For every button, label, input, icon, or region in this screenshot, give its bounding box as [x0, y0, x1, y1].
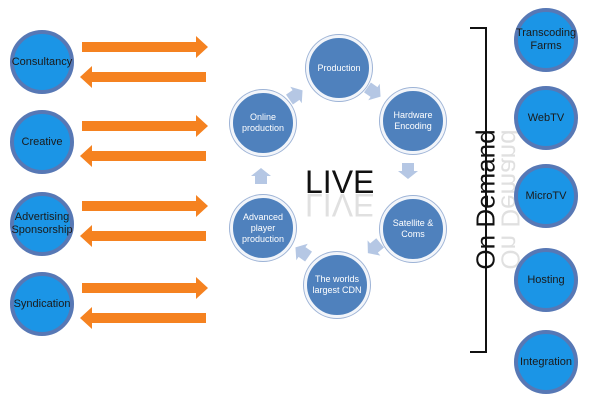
- arrow-right-advertising: [82, 195, 208, 217]
- node-label: Transcoding Farms: [515, 27, 577, 52]
- cycle-node-satellite-coms: Satellite & Coms: [380, 196, 446, 262]
- cycle-arrow-1: [364, 82, 381, 101]
- node-label: Advanced player production: [241, 211, 285, 244]
- node-label: WebTV: [527, 111, 565, 124]
- node-creative: Creative: [10, 110, 74, 174]
- node-hosting: Hosting: [514, 248, 578, 312]
- node-integration: Integration: [514, 330, 578, 394]
- node-microtv: MicroTV: [514, 164, 578, 228]
- node-label: Integration: [520, 355, 572, 368]
- arrow-left-consultancy: [80, 66, 206, 88]
- node-consultancy: Consultancy: [10, 30, 74, 94]
- node-advertising-sponsorship: Advertising Sponsorship: [10, 192, 74, 256]
- node-label: Advertising Sponsorship: [11, 211, 73, 236]
- cycle-arrow-4: [295, 243, 312, 262]
- node-label: Hardware Encoding: [393, 110, 433, 131]
- arrow-left-advertising: [80, 225, 206, 247]
- node-syndication: Syndication: [10, 272, 74, 336]
- cycle-node-hardware-encoding: Hardware Encoding: [380, 88, 446, 154]
- node-label: Hosting: [527, 273, 565, 286]
- on-demand-bracket: [470, 27, 487, 353]
- node-label: Consultancy: [11, 55, 73, 68]
- node-label: Syndication: [13, 297, 71, 310]
- cycle-arrow-6: [286, 86, 303, 105]
- arrow-right-syndication: [82, 277, 208, 299]
- live-label: LIVE: [305, 164, 375, 200]
- arrow-right-creative: [82, 115, 208, 137]
- cycle-arrow-3: [367, 238, 384, 256]
- node-label: Online production: [241, 112, 285, 133]
- node-label: The worlds largest CDN: [312, 274, 362, 295]
- node-transcoding-farms: Transcoding Farms: [514, 8, 578, 72]
- node-webtv: WebTV: [514, 86, 578, 150]
- cycle-node-cdn: The worlds largest CDN: [304, 252, 370, 318]
- node-label: MicroTV: [525, 189, 567, 202]
- cycle-node-production: Production: [306, 35, 372, 101]
- cycle-node-advanced-player: Advanced player production: [230, 195, 296, 261]
- cycle-node-online-production: Online production: [230, 90, 296, 156]
- live-label-reflection: LIVE: [305, 187, 375, 223]
- cycle-arrow-5: [251, 168, 271, 184]
- arrow-left-creative: [80, 145, 206, 167]
- arrow-left-syndication: [80, 307, 206, 329]
- node-label: Satellite & Coms: [392, 218, 434, 239]
- node-label: Production: [317, 62, 361, 73]
- node-label: Creative: [21, 135, 63, 148]
- cycle-arrow-2: [398, 163, 418, 179]
- arrow-right-consultancy: [82, 36, 208, 58]
